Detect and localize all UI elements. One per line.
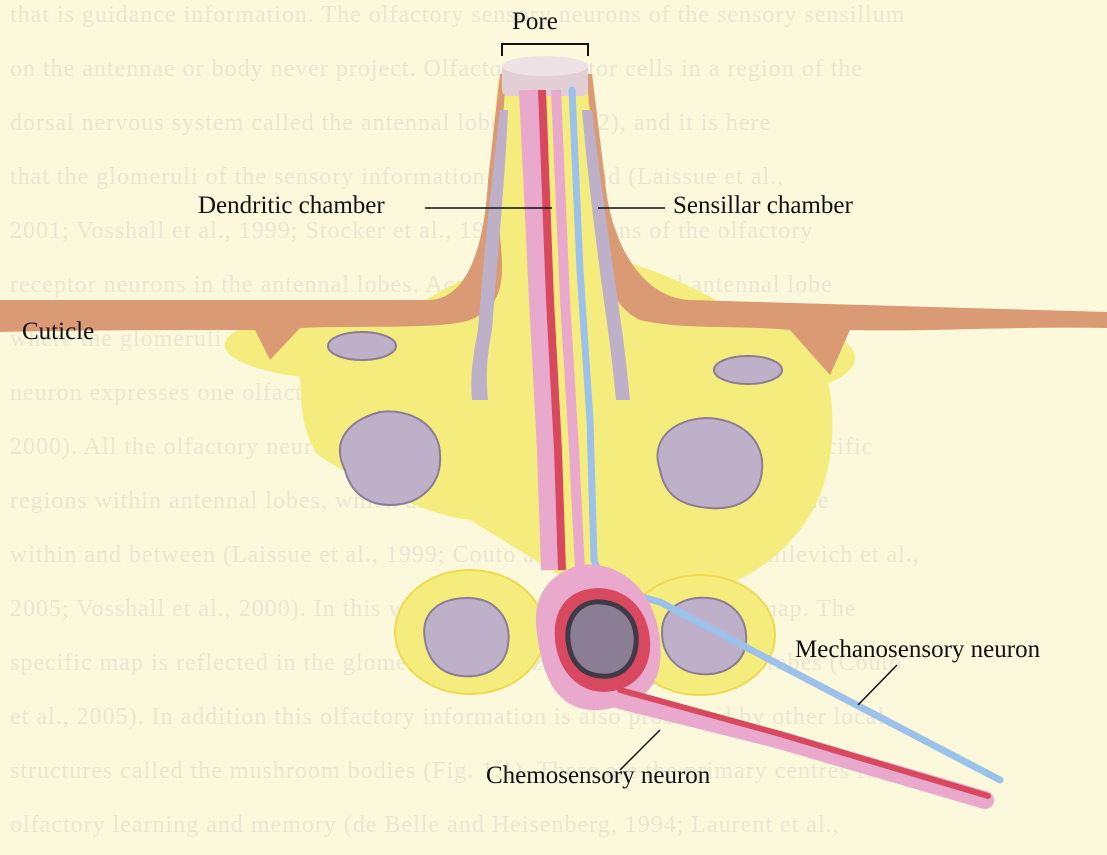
label-cuticle: Cuticle <box>22 318 94 346</box>
label-sensillar-chamber: Sensillar chamber <box>673 192 853 220</box>
label-chemosensory-neuron: Chemosensory neuron <box>486 762 710 790</box>
chemosensory-soma-nucleus <box>568 602 636 676</box>
mechanosensory-leader <box>858 665 897 705</box>
nucleus-left-small <box>328 332 396 360</box>
nucleus-lower-left <box>424 598 508 676</box>
nucleus-right-small <box>714 356 782 384</box>
pore-bracket <box>502 44 588 56</box>
nucleus-right-large <box>658 418 763 508</box>
label-mechanosensory-neuron: Mechanosensory neuron <box>795 636 1040 664</box>
pore-cap-top <box>502 56 588 76</box>
label-dendritic-chamber: Dendritic chamber <box>198 192 385 220</box>
label-pore: Pore <box>512 8 558 36</box>
nucleus-left-large <box>340 411 440 505</box>
